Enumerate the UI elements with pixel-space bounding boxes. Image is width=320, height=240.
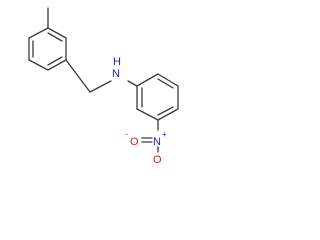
methylene-bond xyxy=(65,59,91,93)
bond xyxy=(28,59,49,71)
methylbenzene-ring xyxy=(28,27,67,71)
double-bond xyxy=(157,78,174,89)
bond xyxy=(28,27,49,39)
oxygen-negative-charge: - xyxy=(125,129,128,139)
double-bond xyxy=(47,32,63,42)
nitro-nitrogen-label: N xyxy=(153,136,161,148)
bond xyxy=(47,59,67,71)
double-bond xyxy=(157,106,174,116)
n-aryl-bond xyxy=(127,80,138,87)
nitro-oxygen-left-label: O xyxy=(130,136,139,148)
bond xyxy=(47,27,67,39)
nitro-oxygen-bottom-label: O xyxy=(153,154,162,166)
bond xyxy=(157,108,179,121)
nitro-positive-charge: + xyxy=(162,130,167,139)
bond xyxy=(136,108,159,121)
methylene-n-bond xyxy=(89,80,112,93)
amine-nitrogen-label: N xyxy=(112,68,120,80)
double-bond xyxy=(47,56,63,66)
bond xyxy=(136,73,159,87)
nitrobenzene-ring xyxy=(136,73,179,121)
bond xyxy=(157,73,179,87)
amine-hydrogen-label: H xyxy=(113,56,121,68)
chemical-structure: N H N + O - O xyxy=(28,7,179,166)
